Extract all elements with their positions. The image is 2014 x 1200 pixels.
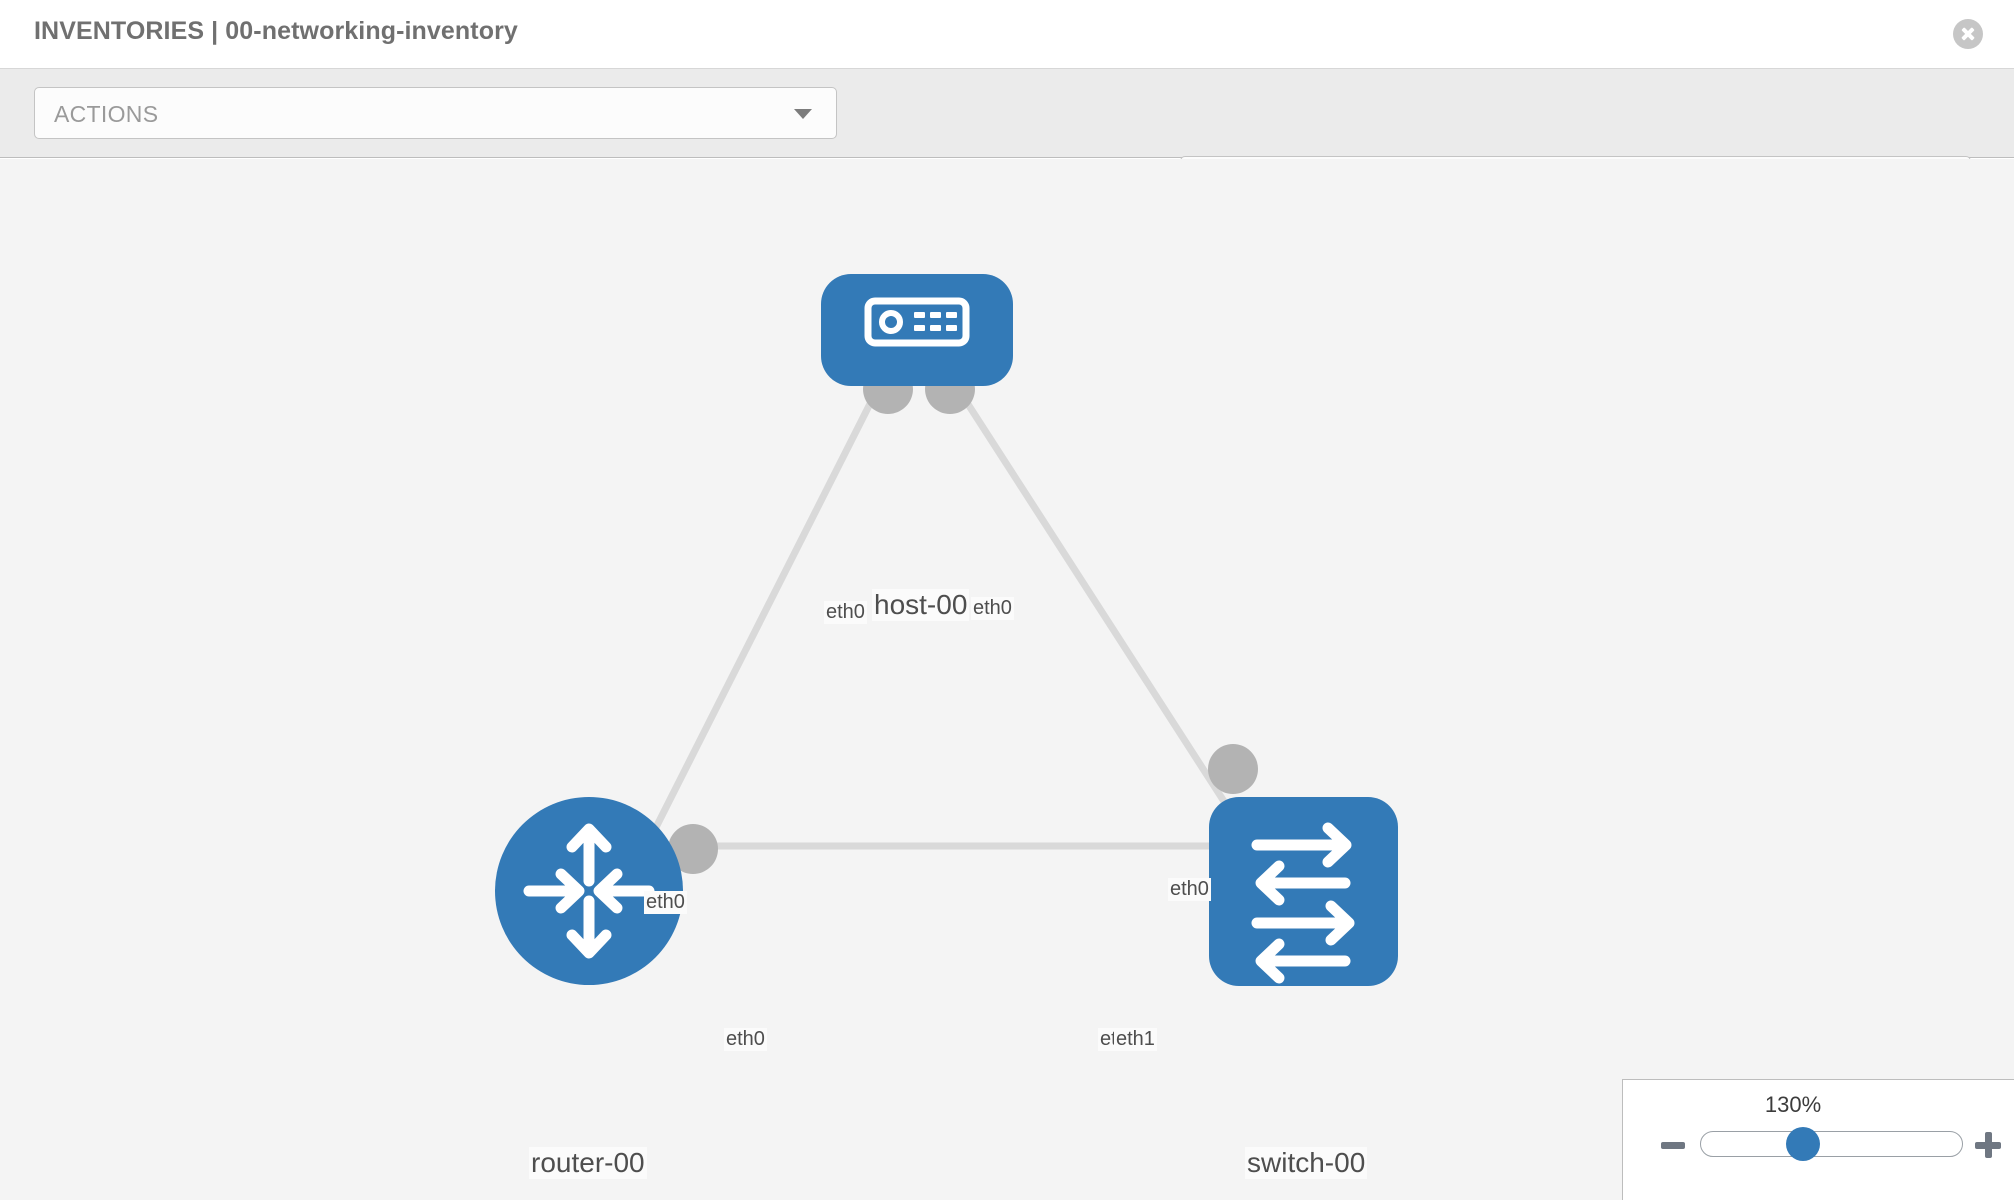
router-arrows-icon <box>523 823 655 959</box>
edge-label: eth0 <box>1168 878 1211 901</box>
topology-graph <box>495 274 1398 986</box>
node-host-00[interactable] <box>821 274 1013 386</box>
zoom-out-button[interactable] <box>1661 1142 1685 1149</box>
chevron-down-icon <box>794 109 812 119</box>
edge-label: eth1 <box>1114 1028 1157 1051</box>
node-router-00-shape <box>495 797 683 985</box>
edge-label: eth0 <box>644 891 687 914</box>
edge-label: eth0 <box>824 601 867 624</box>
zoom-in-button[interactable] <box>1975 1132 2001 1158</box>
close-icon[interactable] <box>1953 19 1983 49</box>
node-router-00[interactable] <box>495 797 683 985</box>
edge-group <box>636 382 1248 861</box>
topology-canvas[interactable]: eth0 eth0 eth0 eth0 eth0 eth0 eth1 host-… <box>0 159 2014 1200</box>
page-title: INVENTORIES | 00-networking-inventory <box>34 17 518 45</box>
node-label-router: router-00 <box>529 1147 647 1179</box>
zoom-slider-track[interactable] <box>1700 1131 1963 1157</box>
connector-switch-topleft <box>1208 744 1258 794</box>
connector-router-right <box>668 824 718 874</box>
node-switch-00[interactable] <box>1209 797 1398 986</box>
zoom-control-panel: 130% <box>1622 1079 2014 1200</box>
edge-label: eth0 <box>724 1028 767 1051</box>
zoom-level-value: 130% <box>1764 1092 1822 1117</box>
server-icon <box>864 297 970 347</box>
edge-host-switch <box>952 382 1248 836</box>
page-header: INVENTORIES | 00-networking-inventory <box>0 0 2014 69</box>
node-label-host: host-00 <box>872 589 970 621</box>
actions-dropdown-label: ACTIONS <box>54 101 159 127</box>
switch-arrows-icon <box>1251 822 1355 984</box>
edge-label: eth0 <box>971 597 1014 620</box>
toolbar: ACTIONS SEARCH <box>0 69 2014 209</box>
actions-dropdown[interactable]: ACTIONS <box>34 87 837 139</box>
zoom-slider-thumb[interactable] <box>1786 1127 1820 1161</box>
node-label-switch: switch-00 <box>1245 1147 1368 1179</box>
edge-host-router <box>636 382 884 861</box>
